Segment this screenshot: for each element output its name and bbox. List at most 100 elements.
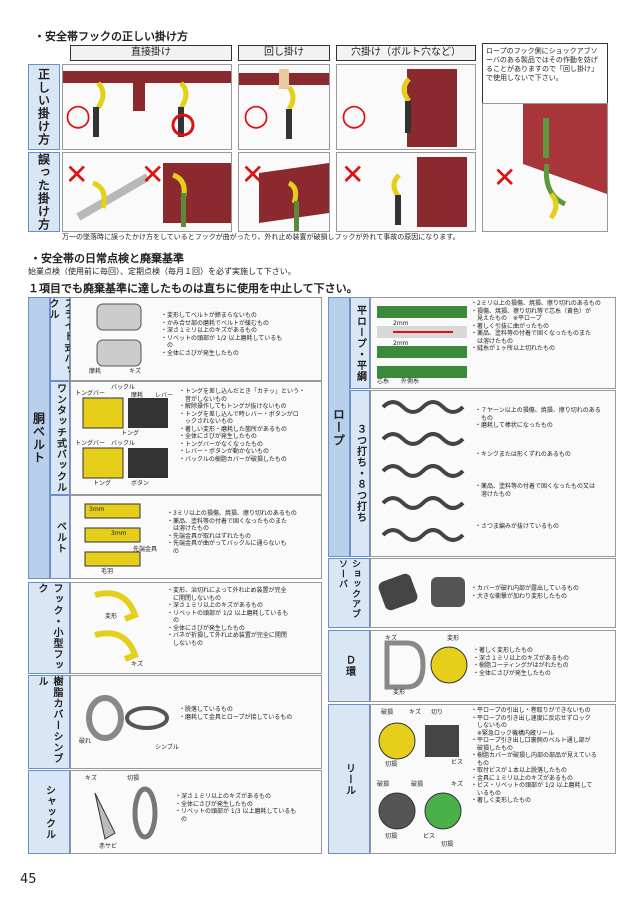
d-ring-criteria: ・著しく変形したもの ・深さ１ミリ以上のキズがあるもの ・樹脂コーティングがはが… xyxy=(473,647,569,677)
caption: キズ xyxy=(131,661,144,668)
shackle-cell: キズ 切損 赤サビ ・深さ１ミリ以上のキズがあるもの ・全体にさびが発生したもの… xyxy=(70,770,322,854)
onetouch-buckle-cell: トングバー バックル 摩耗 レバー トング トングバー バックル トング ボタン… xyxy=(70,381,322,495)
criteria-line: ・バネが折損して外れ止め装置が完全に開閉 xyxy=(167,632,287,639)
criteria-line: しないもの xyxy=(167,639,204,647)
caption: キズ xyxy=(85,775,98,782)
criteria-line: ・全体にさびが発生したもの xyxy=(161,349,239,357)
criteria-line: ・変形、治切れによって外れ止め装置が完全 xyxy=(167,587,287,594)
correct-wrap-cell: ○ xyxy=(238,64,330,150)
caption: 切損 xyxy=(127,775,140,782)
caption: 2mm xyxy=(393,320,409,327)
criteria-line: ・さつま編みが抜けているもの xyxy=(475,523,560,530)
wrong-mark-icon-3: ✕ xyxy=(241,158,265,191)
criteria-line: ・著しく変形したもの xyxy=(473,647,534,654)
caption: 切損 xyxy=(441,841,454,848)
criteria-line: 見えたもの ※平ロープ xyxy=(471,315,542,322)
criteria-line: の xyxy=(167,617,180,624)
criteria-line: ・先端金具が取れはずれたもの xyxy=(167,532,252,540)
caption: 破損 xyxy=(377,781,390,788)
slide-buckle-label: スライド式バックル xyxy=(47,297,73,381)
caption: キズ xyxy=(451,781,464,788)
thimble-illustration xyxy=(86,695,169,741)
section1-title: ・安全帯フックの正しい掛け方 xyxy=(34,30,188,43)
criteria-line: ・3ミリ以上の損傷、焼損、擦り切れのあるもの xyxy=(167,510,297,517)
caption: バックル xyxy=(111,384,135,391)
shock-absorber-criteria: ・カバーが破れ内部が露出しているもの ・大きな衝撃が加わり変形したもの xyxy=(471,585,579,600)
criteria-line: ※緊急ロック機構内蔵リール xyxy=(471,729,555,737)
twisted-rope-criteria-c: ・薬品、塗料等の付着で固くなったもの又は 溶けたもの xyxy=(475,483,595,498)
criteria-line: ・レバー・ボタンが動かないもの xyxy=(179,448,270,455)
criteria-line: ・キンクまたは形くずれのあるもの xyxy=(475,451,571,458)
caption: レバー xyxy=(155,392,174,399)
onetouch-buckle-label: ワンタッチ式バックル xyxy=(50,381,70,495)
criteria-line: ・変形してベルトが締まらないもの xyxy=(161,312,257,319)
criteria-line: 破損したもの xyxy=(471,744,514,752)
caption: 変形 xyxy=(105,613,118,620)
onetouch-buckle-criteria: ・トングを差し込んだとき「カチッ」という・ 音がしないもの ・解除操作してもトン… xyxy=(179,388,305,463)
criteria-line: ・著しく変形したもの xyxy=(471,797,532,804)
disposal-rule: １項目でも廃棄基準に達したものは直ちに使用を中止して下さい。 xyxy=(28,282,358,295)
caption: トングバー xyxy=(75,440,106,447)
caption: 先端金具 xyxy=(133,546,158,553)
criteria-line: ・リベットの頭部が 1/2 以上磨耗しているも xyxy=(161,334,283,342)
correct-mark-icon-3: ○ xyxy=(341,98,368,133)
criteria-line: ・金具に１ミリ以上のキズがあるもの xyxy=(471,774,574,782)
criteria-line: ・著しく引抜に曲がったもの xyxy=(471,322,550,330)
caption: 2mm xyxy=(393,340,409,347)
reel-cell: 破損 キズ 切り ビス 切損 破損 破損 キズ 切損 ビス 切損 ・平ロープの引… xyxy=(370,704,616,854)
flat-rope-criteria: ・2ミリ以上の損傷、焼損、擦り切れのあるもの ・損傷、焼損、擦り切れ等で芯糸（黄… xyxy=(471,300,601,353)
criteria-line: ・トングバーがなくなったもの xyxy=(179,440,264,448)
criteria-line: は溶けたもの xyxy=(167,525,210,532)
criteria-line: ・磨耗して棒状になったもの xyxy=(475,422,553,429)
caption: キズ xyxy=(409,709,422,716)
caption: ボタン xyxy=(131,480,150,487)
caption: 破損 xyxy=(411,781,424,788)
col-header-direct: 直接掛け xyxy=(70,45,232,61)
criteria-line: ・薬品、塗料等の付着で固くなったものまた xyxy=(471,330,592,337)
thimble-cell: 破れ シンブル ・脱落しているもの ・磨耗して金具とロープが接しているもの xyxy=(70,675,322,769)
criteria-line: ・全体にさびが発生したもの xyxy=(179,433,257,440)
caption: ビス xyxy=(423,833,436,840)
criteria-line: ・樹脂カバーが破損し内部の部品が見えている xyxy=(471,752,597,759)
criteria-line: ・深さ１ミリ以上のキズがあるもの xyxy=(167,602,264,609)
criteria-line: の xyxy=(161,342,174,349)
thimble-label: 樹脂カバーシンブル xyxy=(28,675,70,769)
note-illustration xyxy=(523,104,607,220)
caption: トングバー xyxy=(75,390,106,397)
criteria-line: ・かみ合せ部の磨耗でベルトが緩むもの xyxy=(161,319,270,327)
criteria-line: ・全体にさびが発生したもの xyxy=(473,669,551,677)
note-illustration-cell: ✕ xyxy=(482,103,608,232)
reel-illustration xyxy=(378,722,462,830)
twisted-rope-criteria-d: ・さつま編みが抜けているもの xyxy=(475,523,559,531)
criteria-line: ・平ロープの引出し・巻取りができないもの xyxy=(471,707,591,714)
criteria-line: ・薬品、塗料等の付着で固くなったものまた xyxy=(167,517,288,525)
belt-illustration xyxy=(84,503,141,567)
criteria-line: ・損傷、焼損、擦り切れ等で芯糸（黄色）が xyxy=(471,307,592,315)
criteria-line: ・全体にさびが発生したもの xyxy=(167,624,245,632)
wrong-direct-illustration xyxy=(76,163,231,227)
hook-criteria: ・変形、治切れによって外れ止め装置が完全 に開閉しないもの ・深さ１ミリ以上のキ… xyxy=(167,587,288,647)
criteria-line: ・平ロープ引き出し口裏側のベルト通し部が xyxy=(471,737,591,744)
wrong-hole-cell: ✕ xyxy=(336,152,476,232)
onetouch-buckle-illustration xyxy=(82,397,168,479)
criteria-line: ・著しい変形・磨耗した箇所があるもの xyxy=(179,425,288,433)
correct-wrap-illustration xyxy=(239,69,329,139)
criteria-line: しないもの xyxy=(471,722,508,729)
criteria-line: ・リベットの頭部が 1/3 以上磨耗しているも xyxy=(175,808,297,815)
caption: ビス xyxy=(451,759,464,766)
belt-label: ベルト xyxy=(50,495,70,579)
twisted-rope-illustration xyxy=(381,400,465,542)
criteria-line: ・脱落しているもの xyxy=(179,706,233,713)
caption: 3mm xyxy=(89,506,105,513)
row-label-wrong: 誤った掛け方 xyxy=(28,152,60,232)
wrong-wrap-illustration xyxy=(259,163,329,231)
wrong-mark-icon: ✕ xyxy=(65,158,89,191)
hook-label: フック・小型フック xyxy=(28,582,70,674)
wrong-mark-icon-2: ✕ xyxy=(141,158,165,191)
correct-direct-cell: ○ xyxy=(62,64,232,150)
criteria-line: ・深さ１ミリ以上のキズがあるもの xyxy=(175,793,272,800)
twisted-rope-label: ３つ打ち・８つ打ち xyxy=(350,390,370,557)
criteria-line: ・薬品、塗料等の付着で固くなったもの又は xyxy=(475,483,596,490)
criteria-line: いるもの xyxy=(471,789,502,797)
shock-absorber-cell: ・カバーが破れ内部が露出しているもの ・大きな衝撃が加わり変形したもの xyxy=(370,558,616,628)
